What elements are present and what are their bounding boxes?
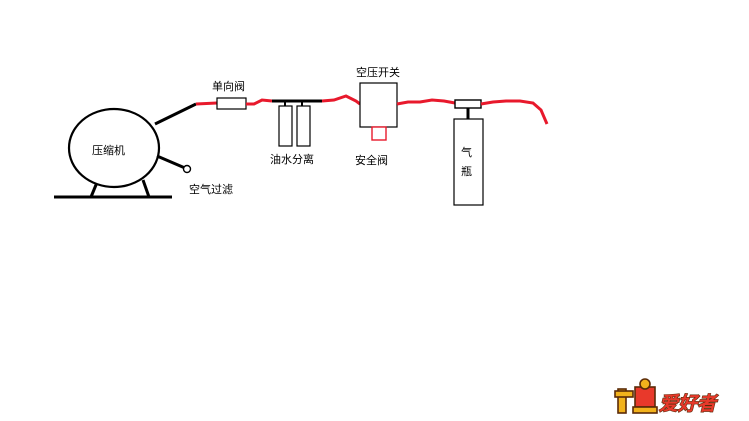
air-filter-pipe bbox=[156, 154, 186, 170]
check-valve-label: 单向阀 bbox=[212, 79, 245, 93]
compressor-outlet-pipe bbox=[154, 102, 197, 126]
pressure-switch-label: 空压开关 bbox=[356, 65, 400, 79]
separator-canister-right bbox=[296, 105, 311, 147]
cylinder-label-1: 气 bbox=[461, 145, 472, 159]
pipe-to-separator bbox=[246, 98, 273, 106]
compressor-leg-right bbox=[141, 179, 151, 198]
logo-text: 爱好者 bbox=[659, 393, 719, 415]
air-cylinder bbox=[453, 118, 484, 206]
safety-valve-label: 安全阀 bbox=[355, 153, 388, 167]
check-valve bbox=[216, 97, 247, 110]
air-filter-label: 空气过滤 bbox=[189, 182, 233, 196]
separator-canister-left bbox=[278, 105, 293, 147]
pipe-outlet bbox=[480, 99, 549, 125]
pressure-switch bbox=[359, 82, 398, 128]
pipe-to-pressure-switch bbox=[321, 94, 361, 106]
compressor-label: 压缩机 bbox=[92, 143, 125, 157]
compressor-body bbox=[67, 107, 161, 189]
site-logo: 爱好者 bbox=[614, 378, 720, 416]
pipe-to-cylinder bbox=[396, 98, 456, 106]
safety-valve bbox=[371, 126, 387, 141]
cylinder-valve-cap bbox=[454, 99, 482, 109]
pipe-to-check-valve bbox=[195, 101, 218, 106]
cylinder-label-2: 瓶 bbox=[461, 164, 472, 178]
air-filter bbox=[182, 164, 192, 174]
separator-label: 油水分离 bbox=[270, 152, 314, 166]
